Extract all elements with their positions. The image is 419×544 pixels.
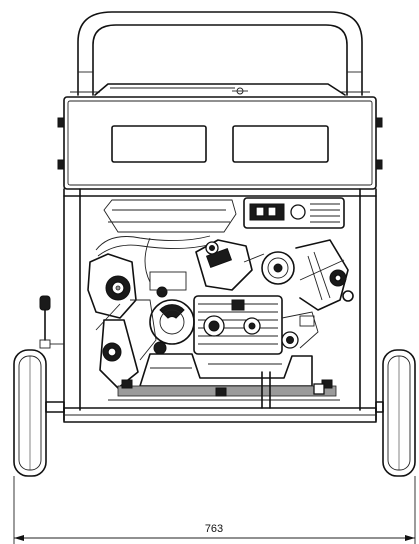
width-dimension-label: 763 xyxy=(205,523,223,535)
choke-lever xyxy=(39,295,64,349)
main-frame xyxy=(63,188,377,423)
left-wheel xyxy=(13,349,65,477)
right-wheel xyxy=(375,349,416,477)
engine-assembly xyxy=(87,197,354,409)
width-dimension: 763 xyxy=(13,476,416,544)
fuel-tank-housing xyxy=(57,83,383,190)
handle-frame xyxy=(70,11,370,96)
